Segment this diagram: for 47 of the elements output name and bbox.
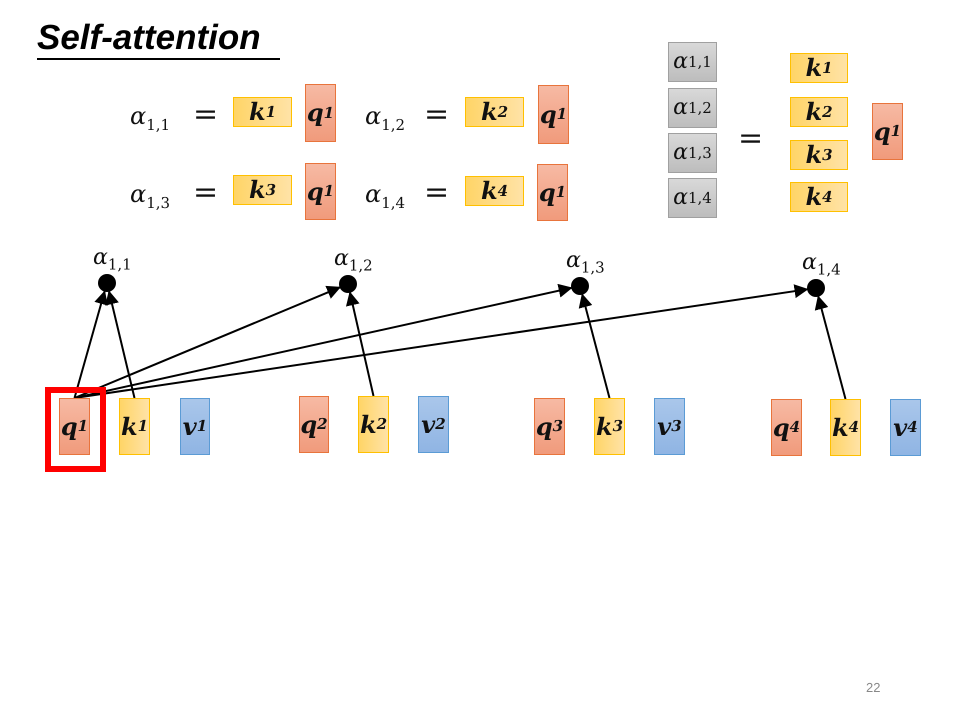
query-vector-box: q$^{4}$ — [771, 399, 802, 456]
attention-score-label: α$_{1,1}$ — [93, 247, 132, 272]
attention-score-label: α$_{1,2}$ — [334, 248, 373, 274]
query-vector-box: q$^{1}$ — [305, 163, 336, 220]
equals-sign: = — [424, 100, 450, 130]
key-vector-box: k$^{2}$ — [465, 97, 524, 127]
highlight-frame — [45, 387, 106, 472]
key-vector-box: k$^{3}$ — [594, 398, 625, 455]
key-vector-box: k$^{4}$ — [830, 399, 861, 456]
page-number: 22 — [866, 680, 880, 695]
arrow — [346, 291, 374, 396]
value-vector-box: v$^{1}$ — [180, 398, 210, 455]
arrow — [105, 290, 136, 398]
equals-sign: = — [193, 178, 218, 208]
query-vector-box: q$^{1}$ — [537, 164, 568, 221]
equation-term: α$_{1,4}$ — [365, 182, 406, 211]
value-vector-box: v$^{4}$ — [890, 399, 921, 456]
key-vector-box: k$^{2}$ — [358, 396, 389, 453]
arrow — [74, 290, 108, 398]
query-vector-box: q$^{1}$ — [538, 85, 569, 144]
key-vector-box: k$^{1}$ — [233, 97, 292, 127]
key-vector-box: k$^{1}$ — [119, 398, 150, 455]
equals-sign: = — [193, 100, 218, 130]
attention-score-label: α$_{1,3}$ — [566, 250, 605, 276]
equals-sign: = — [738, 124, 764, 154]
attention-score-label: α$_{1,4}$ — [802, 252, 841, 278]
value-vector-box: v$^{2}$ — [418, 396, 449, 453]
slide-title: Self-attention — [37, 18, 280, 60]
key-vector-box: k$^{3}$ — [790, 140, 848, 170]
key-vector-box: k$^{4}$ — [465, 176, 524, 206]
arrow — [578, 293, 610, 398]
equation-term: α$_{1,2}$ — [365, 104, 406, 133]
query-vector-box: q$^{1}$ — [59, 398, 90, 455]
query-vector-box: q$^{2}$ — [299, 396, 329, 453]
query-vector-box: q$^{1}$ — [872, 103, 903, 160]
value-vector-box: v$^{3}$ — [654, 398, 685, 455]
equation-term: α$_{1,3}$ — [130, 182, 170, 211]
key-vector-box: k$^{1}$ — [790, 53, 848, 83]
equals-sign: = — [424, 178, 450, 208]
arrow — [74, 286, 341, 399]
key-vector-box: k$^{2}$ — [790, 97, 848, 127]
key-vector-box: k$^{3}$ — [233, 175, 292, 205]
key-vector-box: k$^{4}$ — [790, 182, 848, 212]
arrow — [814, 295, 846, 400]
equation-term: α$_{1,1}$ — [130, 104, 170, 133]
query-vector-box: q$^{3}$ — [534, 398, 565, 455]
query-vector-box: q$^{1}$ — [305, 84, 336, 142]
